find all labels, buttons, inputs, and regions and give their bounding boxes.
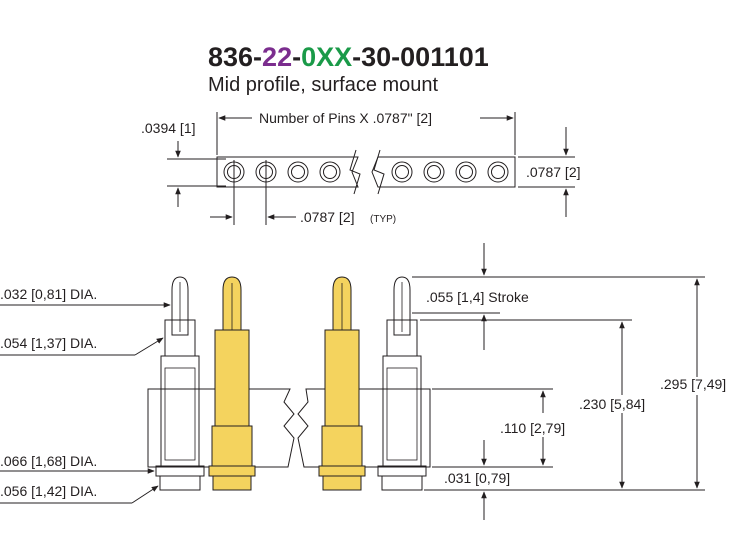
typ-label: (TYP) — [370, 214, 396, 225]
total-height-label: .295 [7,49] — [660, 376, 726, 392]
base — [159, 475, 201, 491]
pin-circle — [391, 161, 413, 183]
part-number-suffix: -30-001101 — [352, 42, 489, 72]
base-dia-arrow — [131, 485, 159, 504]
gold-base — [322, 475, 362, 491]
gold-flange — [208, 465, 256, 477]
gold-base — [212, 475, 252, 491]
pin-circle — [455, 161, 477, 183]
base-dia-label: .056 [1,42] DIA. — [0, 483, 97, 499]
pin-circle-inner — [459, 165, 473, 179]
pin-circle-inner — [491, 165, 505, 179]
part-number-prefix: 836- — [208, 42, 263, 72]
body-dia-arrow — [134, 337, 164, 356]
gold-pin-left — [208, 276, 256, 491]
compressed-height-label: .230 [5,84] — [579, 396, 645, 412]
stroke-label: .055 [1,4] Stroke — [426, 289, 529, 305]
gold-barrel — [324, 329, 360, 427]
length-label: Number of Pins X .0787" [2] — [259, 110, 432, 126]
top-view: .0394 [1] Number of Pins X .0787" [2] — [141, 110, 581, 225]
break-mark-left — [349, 149, 361, 195]
part-number-pin-count-code: 0XX — [301, 42, 353, 72]
pin-circle — [287, 161, 309, 183]
gold-pin-right — [318, 276, 366, 491]
insulator-right — [297, 388, 431, 468]
part-number-plating-code: 22 — [262, 42, 293, 72]
pin-circle — [319, 161, 341, 183]
spring — [164, 367, 196, 461]
strip-left — [216, 156, 359, 188]
pitch-label: .0394 [1] — [141, 120, 196, 136]
silver-pin-left — [155, 276, 205, 491]
top-pins-right — [391, 161, 509, 183]
part-subtitle: Mid profile, surface mount — [208, 74, 439, 96]
spring — [386, 367, 418, 461]
top-pins-left — [223, 161, 341, 183]
silver-pin-right — [377, 276, 427, 491]
gold-collar — [321, 425, 363, 467]
barrel — [160, 355, 200, 467]
pin-circle — [487, 161, 509, 183]
barrel — [382, 355, 422, 467]
body-dia-label: .054 [1,37] DIA. — [0, 335, 97, 351]
insulator-height-label: .110 [2,79] — [500, 420, 565, 436]
side-view: .032 [0,81] DIA. .054 [1,37] DIA. .066 [… — [0, 243, 726, 520]
insulator-left — [147, 388, 295, 468]
tip-dia-label: .032 [0,81] DIA. — [0, 286, 97, 302]
gold-barrel — [214, 329, 250, 427]
plunger-tip — [393, 276, 411, 336]
spacing-label: .0787 [2] — [300, 209, 355, 225]
pin-circle-inner — [291, 165, 305, 179]
pin-circle-inner — [323, 165, 337, 179]
pin-circle-inner — [395, 165, 409, 179]
part-number-dash: - — [292, 42, 302, 72]
flange-dia-label: .066 [1,68] DIA. — [0, 453, 97, 469]
pin-circle — [423, 161, 445, 183]
gold-flange — [318, 465, 366, 477]
height-label: .0787 [2] — [526, 164, 581, 180]
break-mark-right — [373, 149, 385, 195]
strip-right — [371, 156, 516, 188]
gold-collar — [211, 425, 253, 467]
pin-circle-inner — [427, 165, 441, 179]
part-number-title: 836-22-0XX-30-001101 — [208, 42, 489, 72]
plunger-tip — [171, 276, 189, 336]
base — [381, 475, 423, 491]
base-height-label: .031 [0,79] — [444, 470, 510, 486]
